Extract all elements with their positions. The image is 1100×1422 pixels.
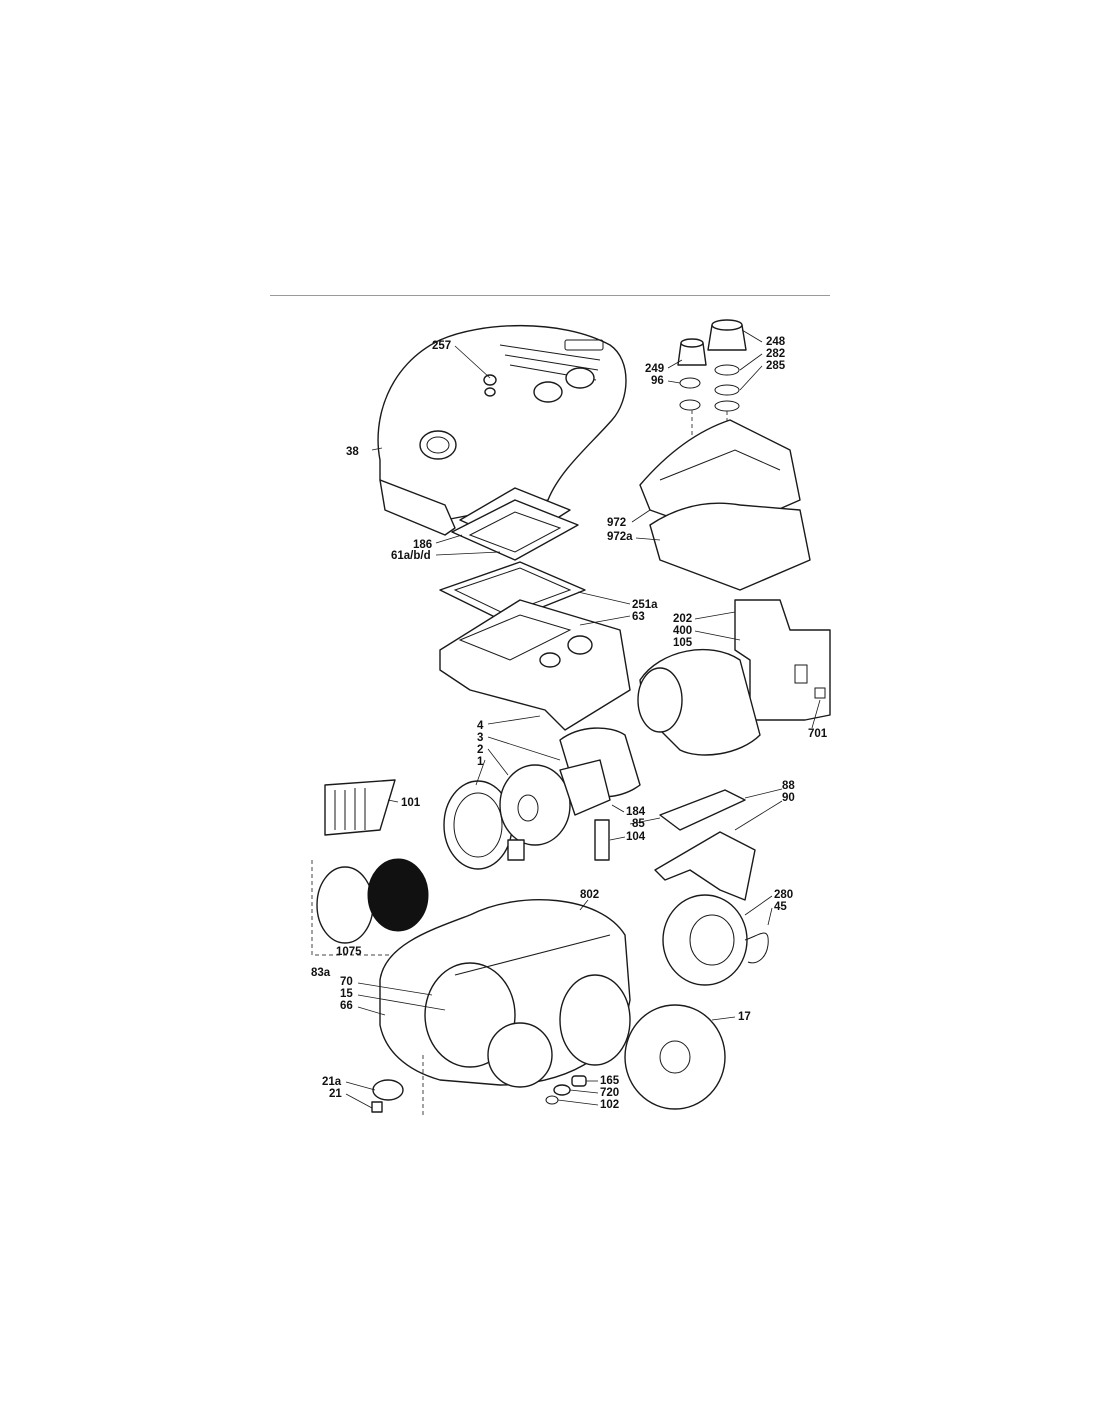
callout-21a: 21a: [322, 1076, 342, 1088]
callout-104: 104: [626, 831, 646, 843]
callout-720: 720: [600, 1087, 620, 1099]
callout-38: 38: [346, 446, 359, 458]
callout-2: 2: [477, 744, 484, 756]
control-board-part: [594, 789, 756, 901]
exhaust-grille-part: [324, 779, 396, 836]
filter-cassette-part: [451, 487, 579, 561]
callout-21: 21: [329, 1088, 342, 1100]
exhaust-filter-part: [311, 858, 429, 956]
inner-frame-part: [439, 599, 631, 731]
top-cover-part: [377, 324, 627, 536]
callout-17: 17: [738, 1011, 751, 1023]
callout-701: 701: [808, 728, 828, 740]
callout-972: 972: [607, 517, 627, 529]
callout-96: 96: [651, 375, 664, 387]
cable-reel-part: [662, 894, 769, 986]
callout-45: 45: [774, 901, 787, 913]
main-body-part: [379, 899, 631, 1118]
callout-101: 101: [401, 797, 421, 809]
callout-83a: 83a: [311, 967, 331, 979]
callout-4: 4: [477, 720, 484, 732]
callout-88: 88: [782, 780, 795, 792]
callout-85: 85: [632, 818, 645, 830]
callout-251a: 251a: [632, 599, 658, 611]
callout-972a: 972a: [607, 531, 633, 543]
callout-63: 63: [632, 611, 645, 623]
callout-105: 105: [673, 637, 693, 649]
callout-257: 257: [432, 340, 452, 352]
callout-15: 15: [340, 988, 353, 1000]
gasket-part: [439, 561, 586, 623]
callout-285: 285: [766, 360, 786, 372]
callout-802: 802: [580, 889, 600, 901]
leader-lines: [345, 329, 821, 1109]
callout-184: 184: [626, 806, 646, 818]
callout-400: 400: [673, 625, 693, 637]
callout-282: 282: [766, 348, 786, 360]
callout-61a-b-d: 61a/b/d: [391, 550, 431, 562]
callout-90: 90: [782, 792, 795, 804]
callout-248: 248: [766, 336, 786, 348]
callout-1075: 1075: [336, 946, 362, 958]
callout-66: 66: [340, 1000, 353, 1012]
motor-part: [443, 759, 611, 870]
callout-202: 202: [673, 613, 693, 625]
callout-1: 1: [477, 756, 484, 768]
callout-186: 186: [413, 539, 433, 551]
motor-bracket-part: [734, 599, 831, 721]
callout-249: 249: [645, 363, 665, 375]
rear-wheel-part: [624, 1004, 726, 1110]
callout-70: 70: [340, 976, 353, 988]
callout-280: 280: [774, 889, 794, 901]
callout-165: 165: [600, 1075, 620, 1087]
header-rule: [270, 295, 830, 296]
dust-bag-part: [639, 419, 811, 591]
callout-102: 102: [600, 1099, 620, 1111]
callout-3: 3: [477, 732, 484, 744]
